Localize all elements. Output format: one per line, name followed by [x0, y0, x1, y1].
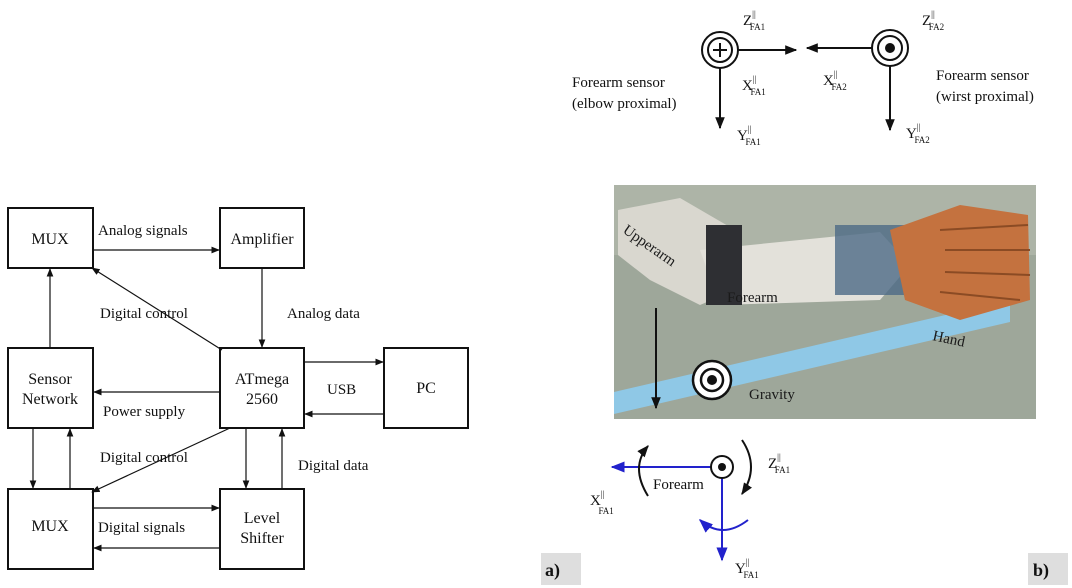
- sensor-diagram: Z||FA1 X||FA1 Y||FA1 Forearm sensor (elb…: [572, 9, 1068, 585]
- finger-lines: [939, 224, 1031, 301]
- sensor-2-frame: Z||FA2 X||FA2 Y||FA2 Forearm sensor (wir…: [805, 9, 1034, 145]
- mux-top-block: [7, 207, 94, 269]
- panel-tag-b-bg: [1028, 553, 1068, 585]
- bottom-z-rotation-arrow: [741, 439, 752, 495]
- dot-icon: [885, 43, 895, 53]
- sensor-1-frame: Z||FA1 X||FA1 Y||FA1 Forearm sensor (elb…: [572, 9, 798, 147]
- edge-label-digital-signals: Digital signals: [98, 520, 185, 536]
- plus-icon: [713, 43, 727, 57]
- amplifier-block: [219, 207, 305, 269]
- sensor-1-caption-1: Forearm sensor: [572, 75, 665, 91]
- atmega-block: [219, 347, 305, 429]
- bottom-origin-dot-icon: [718, 463, 726, 471]
- sensor-network-block: [7, 347, 94, 429]
- level-shifter-block: [219, 488, 305, 570]
- level-shifter-label-2: Shifter: [240, 530, 284, 547]
- edge-label-analog-data: Analog data: [287, 306, 360, 322]
- bottom-z-label: Z||FA1: [768, 452, 790, 475]
- block-diagram: MUX Amplifier Sensor Network ATmega 2560…: [7, 207, 581, 585]
- sensor-1-x-label: X||FA1: [742, 74, 766, 97]
- hand-shape: [890, 205, 1030, 320]
- atmega-label-2: 2560: [246, 391, 278, 408]
- bottom-y-rotation-arrow: [698, 519, 749, 533]
- edge-label-usb: USB: [327, 382, 356, 398]
- mux-top-label: MUX: [31, 231, 69, 248]
- sensor-1-z-label: Z||FA1: [743, 9, 765, 32]
- sensor-network-label-1: Sensor: [28, 371, 72, 388]
- sensor-network-label-2: Network: [22, 391, 78, 408]
- sensor-2-caption-2: (wirst proximal): [936, 89, 1034, 105]
- panel-tag-a-bg: [541, 553, 581, 585]
- gravity-dot-icon: [707, 375, 717, 385]
- sensor-2-x-label: X||FA2: [823, 69, 847, 92]
- bottom-y-label: Y||FA1: [735, 557, 759, 580]
- sensor-1-y-label: Y||FA1: [737, 124, 761, 147]
- sensor-2-y-label: Y||FA2: [906, 122, 930, 145]
- pc-block: [383, 347, 469, 429]
- arrow-atmega-to-mux-bottom: [91, 427, 231, 493]
- photo-label-hand: Hand: [931, 328, 967, 351]
- bottom-coordinate-frame: Forearm X||FA1 Z||FA1 Y||FA1: [590, 439, 790, 580]
- panel-tag-a: a): [545, 560, 560, 581]
- pc-label: PC: [416, 380, 436, 397]
- bottom-x-rotation-arrow: [637, 445, 649, 497]
- forearm-strap: [706, 225, 742, 305]
- level-shifter-label-1: Level: [244, 510, 281, 527]
- edge-label-digital-control-top: Digital control: [100, 306, 188, 322]
- bottom-forearm-label: Forearm: [653, 477, 704, 493]
- edge-label-digital-control-bottom: Digital control: [100, 450, 188, 466]
- arrow-atmega-to-mux-top: [91, 267, 223, 351]
- amplifier-label: Amplifier: [230, 231, 294, 248]
- mux-bottom-label: MUX: [31, 518, 69, 535]
- bottom-x-label: X||FA1: [590, 489, 614, 516]
- robot-arm-photo: Upperarm Forearm Hand Gravity: [614, 185, 1036, 419]
- edge-label-power-supply: Power supply: [103, 404, 186, 420]
- mux-bottom-block: [7, 488, 94, 570]
- sensor-2-z-label: Z||FA2: [922, 9, 944, 32]
- panel-tag-b: b): [1033, 560, 1049, 581]
- upperarm-shape: [618, 198, 735, 305]
- photo-label-gravity: Gravity: [749, 387, 795, 403]
- sensor-1-caption-2: (elbow proximal): [572, 96, 677, 112]
- edge-label-analog-signals: Analog signals: [98, 223, 188, 239]
- photo-label-forearm: Forearm: [727, 290, 778, 306]
- edge-label-digital-data: Digital data: [298, 458, 369, 474]
- atmega-label-1: ATmega: [235, 371, 289, 388]
- sensor-2-caption-1: Forearm sensor: [936, 68, 1029, 84]
